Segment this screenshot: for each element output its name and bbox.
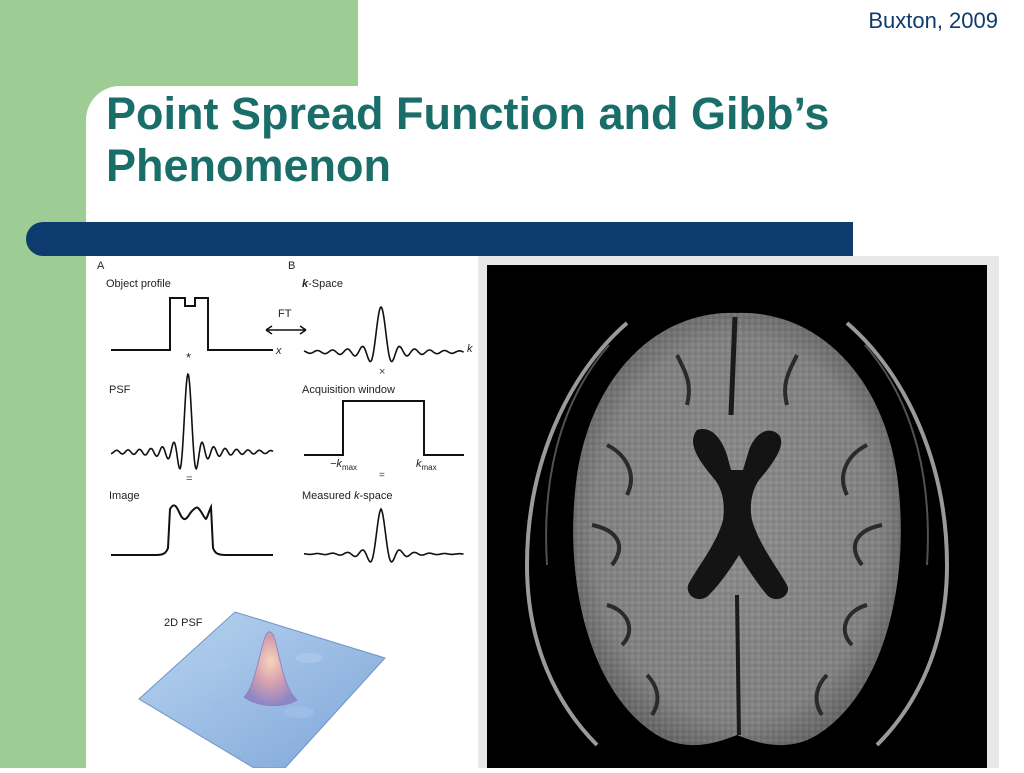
- k-space-k: k: [302, 278, 309, 290]
- mri-brain-image: [478, 256, 999, 768]
- k-space-label: k-Space: [302, 278, 343, 290]
- psf-2d-ripple: [295, 653, 323, 663]
- slide-title: Point Spread Function and Gibb’s Phenome…: [106, 88, 986, 192]
- measured-k-space-curve: [304, 507, 464, 563]
- psf-2d-ripple: [210, 700, 238, 712]
- citation: Buxton, 2009: [868, 8, 998, 33]
- image-label: Image: [109, 490, 140, 502]
- skull-right-inner: [864, 344, 929, 566]
- measured-k: k: [354, 490, 360, 502]
- skull-left-inner: [545, 344, 610, 566]
- acquisition-window-curve: [304, 400, 464, 456]
- psf-label: PSF: [109, 384, 131, 396]
- equals-right-symbol: =: [379, 470, 385, 481]
- ft-arrow-icon: [265, 325, 307, 335]
- kmax-label: kmax: [416, 458, 437, 472]
- mri-image-frame: [487, 265, 987, 768]
- object-profile-curve: [111, 297, 273, 351]
- neg-k-subscript: max: [342, 463, 357, 472]
- midline-fissure-back: [735, 594, 741, 736]
- psf-2d-ripple: [284, 706, 314, 718]
- k-axis-label: k: [467, 343, 473, 355]
- acquisition-window-label: Acquisition window: [302, 384, 395, 396]
- slide-title-line-1: Point Spread Function and Gibb’s: [106, 88, 830, 139]
- skull-right-arc: [845, 321, 950, 747]
- neg-k-text: −k: [330, 458, 342, 470]
- psf-2d-ripple: [202, 661, 226, 671]
- multiply-symbol: ×: [379, 366, 385, 378]
- panel-a-letter: A: [97, 260, 105, 272]
- panel-b-letter: B: [288, 260, 295, 272]
- x-axis-label: x: [275, 345, 282, 357]
- equals-left-symbol: =: [186, 473, 192, 485]
- k-space-curve: [303, 305, 464, 363]
- ft-label: FT: [278, 308, 292, 320]
- psf-curve: [110, 372, 274, 471]
- title-underline-bar: [26, 222, 853, 256]
- brain-sulci: [591, 354, 883, 717]
- measured-k-space-label: Measured k-space: [302, 490, 393, 502]
- psf-2d-label: 2D PSF: [164, 617, 203, 629]
- measured-suffix: -space: [359, 490, 392, 502]
- object-profile-label: Object profile: [106, 278, 171, 290]
- brain-scan-icon: [487, 265, 987, 768]
- lateral-ventricles: [687, 429, 788, 600]
- k-subscript: max: [422, 463, 437, 472]
- image-curve: [111, 503, 273, 556]
- psf-2d-peak: [243, 631, 298, 707]
- slide-title-line-2: Phenomenon: [106, 140, 392, 191]
- psf-diagram-svg: A B Object profile x k-Space k FT * × PS…: [97, 260, 473, 769]
- skull-left-arc: [524, 321, 629, 747]
- midline-fissure-front: [728, 316, 738, 416]
- convolve-symbol: *: [186, 350, 191, 365]
- k-space-rest: -Space: [308, 278, 343, 290]
- psf-diagram: A B Object profile x k-Space k FT * × PS…: [94, 256, 477, 769]
- k-text: k: [416, 458, 422, 470]
- measured-prefix: Measured: [302, 490, 354, 502]
- neg-kmax-label: −kmax: [330, 458, 357, 472]
